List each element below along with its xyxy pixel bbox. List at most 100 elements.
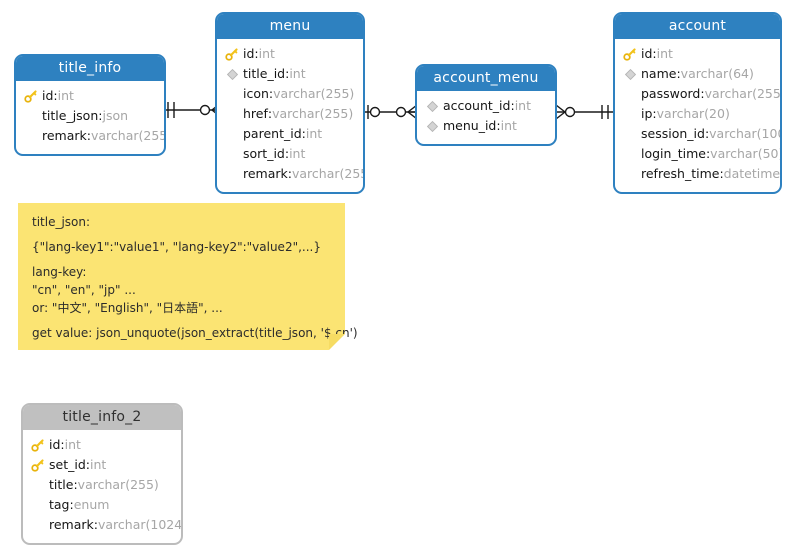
- field-name: remark: [243, 166, 288, 181]
- relationship-title_info-menu[interactable]: [160, 95, 222, 125]
- field-separator: :: [267, 106, 273, 121]
- field-row[interactable]: sort_id: int: [223, 144, 355, 164]
- entity-account-header: account: [615, 14, 780, 39]
- field-row[interactable]: remark: varchar(1024): [29, 515, 181, 535]
- note-title_json[interactable]: title_json: {"lang-key1":"value1", "lang…: [18, 203, 358, 350]
- note-line: get value: json_unquote(json_extract(tit…: [32, 326, 358, 340]
- field-name: refresh_time: [641, 166, 720, 181]
- field-type: int: [64, 437, 81, 452]
- field-type: int: [289, 66, 306, 81]
- field-row[interactable]: title_id: int: [223, 64, 355, 84]
- field-name: login_time: [641, 146, 706, 161]
- entity-menu[interactable]: menu id: int title_id: int: [215, 12, 365, 194]
- field-type: int: [289, 146, 306, 161]
- field-row[interactable]: id: int: [223, 44, 355, 64]
- entity-account[interactable]: account id: int name: varc: [613, 12, 782, 194]
- field-row[interactable]: password: varchar(255): [621, 84, 780, 104]
- field-separator: :: [652, 46, 657, 61]
- field-type: int: [500, 118, 517, 133]
- field-separator: :: [98, 108, 103, 123]
- field-name: icon: [243, 86, 269, 101]
- entity-account_menu-fields: account_id: int menu_id: int: [417, 91, 555, 144]
- field-row[interactable]: title_json: json: [22, 106, 156, 126]
- field-separator: :: [301, 126, 306, 141]
- field-name: href: [243, 106, 268, 121]
- field-separator: :: [719, 166, 724, 181]
- field-type: varchar(255): [292, 166, 363, 181]
- field-name: id: [641, 46, 653, 61]
- no-key-icon: [621, 105, 639, 123]
- field-row[interactable]: set_id: int: [29, 455, 173, 475]
- field-type: int: [656, 46, 673, 61]
- entity-title_info[interactable]: title_info id: int title_json: json rem: [14, 54, 166, 156]
- field-row[interactable]: menu_id: int: [423, 116, 547, 136]
- field-separator: :: [700, 86, 705, 101]
- note-line: or: "中文", "English", "日本語", ...: [32, 301, 223, 315]
- field-separator: :: [93, 517, 98, 532]
- primary-key-icon: [29, 436, 47, 454]
- no-key-icon: [223, 105, 241, 123]
- entity-title_info-fields: id: int title_json: json remark: varchar…: [16, 81, 164, 154]
- field-separator: :: [284, 146, 290, 161]
- field-type: int: [305, 126, 323, 141]
- field-row[interactable]: session_id: varchar(100): [621, 124, 780, 144]
- relationship-menu-account_menu[interactable]: [365, 97, 417, 127]
- field-type: varchar(64): [680, 66, 754, 81]
- field-separator: :: [53, 88, 58, 103]
- field-type: varchar(255): [77, 477, 159, 492]
- field-type: varchar(255): [91, 128, 166, 143]
- field-name: title_id: [243, 66, 286, 81]
- field-row[interactable]: name: varchar(64): [621, 64, 772, 84]
- note-line: "cn", "en", "jp" ...: [32, 283, 136, 297]
- field-name: account_id: [443, 98, 511, 113]
- field-type: varchar(255): [273, 86, 355, 101]
- field-row[interactable]: id: int: [621, 44, 772, 64]
- field-row[interactable]: id: int: [29, 435, 173, 455]
- entity-title_info_2-header: title_info_2: [23, 405, 181, 430]
- field-row[interactable]: ip: varchar(20): [621, 104, 772, 124]
- field-separator: :: [496, 118, 501, 133]
- note-line: {"lang-key1":"value1", "lang-key2":"valu…: [32, 240, 321, 254]
- field-type: varchar(100): [709, 126, 780, 141]
- field-name: remark: [42, 128, 87, 143]
- field-row[interactable]: remark: varchar(255): [22, 126, 164, 146]
- field-row[interactable]: refresh_time: datetime: [621, 164, 780, 184]
- field-name: parent_id: [243, 126, 302, 141]
- field-separator: :: [268, 86, 274, 101]
- no-key-icon: [621, 145, 639, 163]
- field-type: varchar(255): [704, 86, 782, 101]
- field-row[interactable]: id: int: [22, 86, 156, 106]
- field-row[interactable]: login_time: varchar(50): [621, 144, 780, 164]
- field-row[interactable]: tag: enum: [29, 495, 173, 515]
- field-type: int: [89, 457, 107, 472]
- field-type: int: [57, 88, 74, 103]
- field-row[interactable]: parent_id: int: [223, 124, 355, 144]
- field-separator: :: [86, 128, 91, 143]
- field-row[interactable]: account_id: int: [423, 96, 547, 116]
- field-name: tag: [49, 497, 70, 512]
- field-type: varchar(50): [710, 146, 782, 161]
- field-name: id: [49, 437, 61, 452]
- field-row[interactable]: remark: varchar(255): [223, 164, 363, 184]
- relationship-account_menu-account[interactable]: [556, 97, 616, 127]
- no-key-icon: [22, 127, 40, 145]
- entity-title_info-header: title_info: [16, 56, 164, 81]
- entity-title_info_2[interactable]: title_info_2 id: int: [21, 403, 183, 545]
- no-key-icon: [29, 476, 47, 494]
- field-row[interactable]: icon: varchar(255): [223, 84, 355, 104]
- entity-account_menu[interactable]: account_menu account_id: int menu_id: in…: [415, 64, 557, 146]
- field-type: varchar(20): [656, 106, 730, 121]
- field-separator: :: [60, 437, 65, 452]
- field-row[interactable]: href: varchar(255): [223, 104, 355, 124]
- no-key-icon: [29, 516, 47, 534]
- field-row[interactable]: title: varchar(255): [29, 475, 173, 495]
- field-separator: :: [254, 46, 259, 61]
- field-type: int: [514, 98, 531, 113]
- note-line: lang-key:: [32, 265, 87, 279]
- primary-key-icon: [29, 456, 47, 474]
- field-separator: :: [652, 106, 657, 121]
- field-separator: :: [676, 66, 681, 81]
- field-name: id: [42, 88, 54, 103]
- foreign-key-icon: [423, 117, 441, 135]
